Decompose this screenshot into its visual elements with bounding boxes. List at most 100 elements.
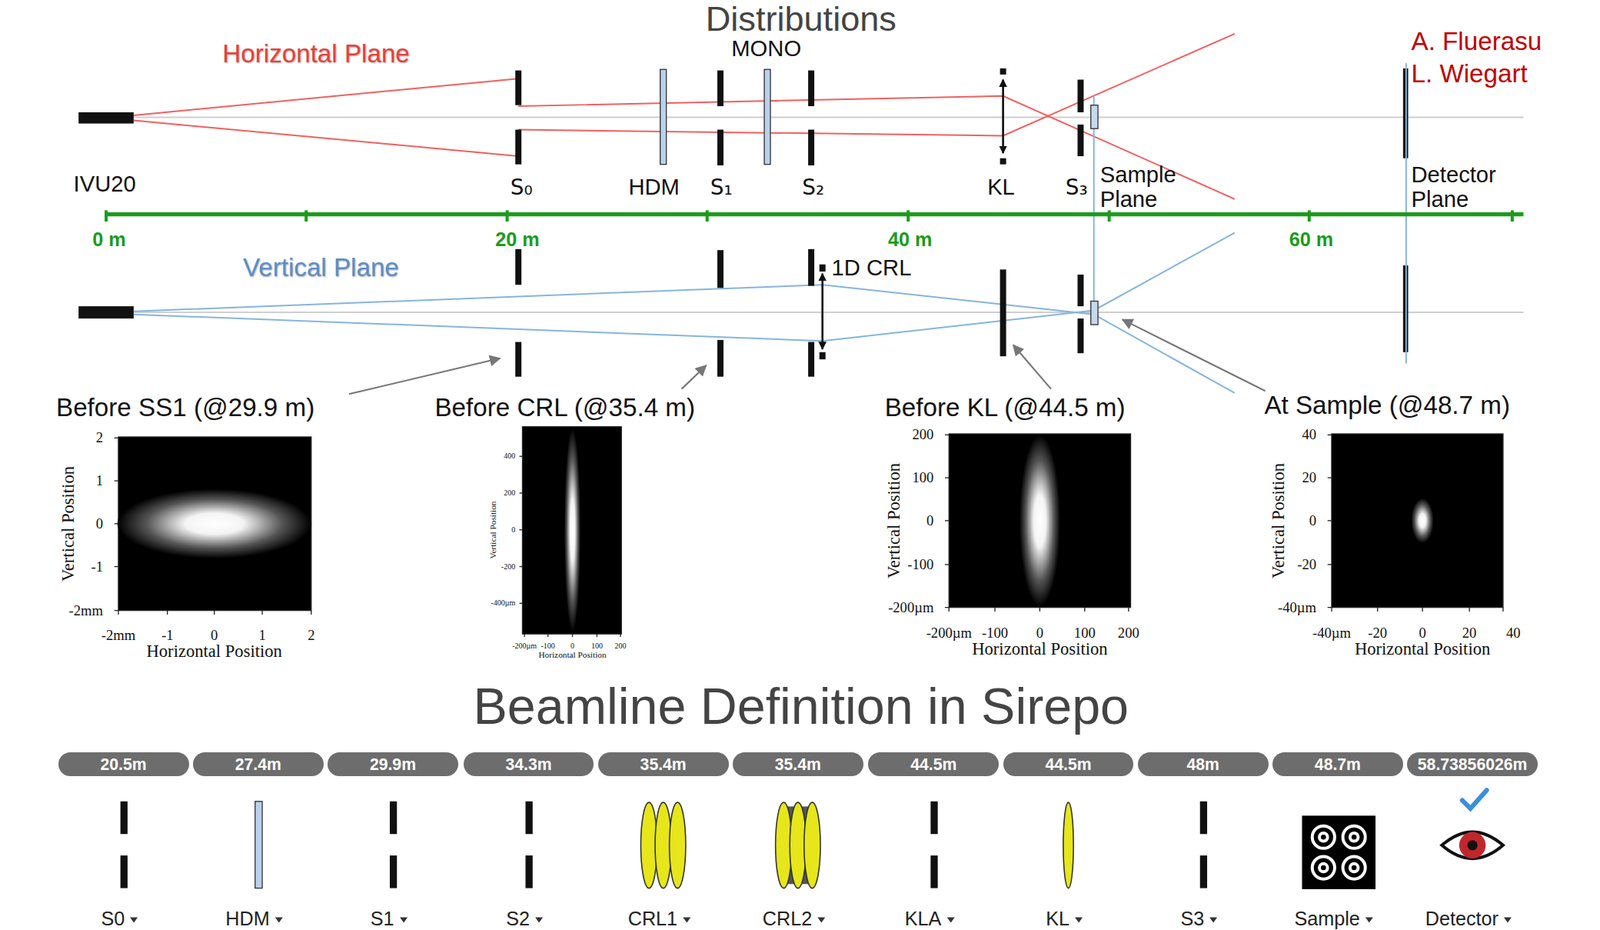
tick-label: -2mm [69,602,104,618]
tick-label: 100 [1074,625,1096,641]
tick-label: 200 [614,641,626,650]
tick-label: 400 [503,452,516,460]
axis-title: Vertical Position [59,465,78,582]
tick-label: 200 [1117,625,1140,641]
tick-label: 100 [912,470,935,486]
position-text: 34.3m [505,755,552,772]
tick-label: -200µm [926,625,972,641]
tick-label: -100 [981,625,1008,641]
position-pill: 48m [1137,751,1269,776]
distance-axis [106,209,1524,222]
sirepo-icons [120,789,1504,889]
tick-label: 40 [1301,427,1317,443]
element-name: KLA [904,908,955,929]
tick-label: 200 [912,427,935,443]
tick-label: 0 [1036,625,1044,641]
tick-label: -200µm [888,599,934,615]
axis-title: Horizontal Position [146,641,283,660]
component-label: HDM [628,176,679,200]
tick-label: -200 [501,562,516,571]
position-pill: 35.4m [598,751,729,776]
tick-label: -40µm [1277,599,1317,615]
tick-label: 1 [258,627,266,642]
tick-label: -2mm [101,627,136,642]
vertical-plane [78,232,1524,393]
position-pill: 48.7m [1272,751,1404,776]
axis-label: 40 m [888,229,932,250]
position-text: 27.4m [235,755,282,772]
position-text: 20.5m [100,755,147,772]
tick-label: 100 [591,641,603,650]
tick-label: -1 [161,627,174,642]
component-label: IVU20 [73,173,137,197]
component-label: S₃ [1065,176,1088,199]
page-title: Distributions [705,2,897,37]
tick-label: 200 [503,488,516,497]
axis-label: 60 m [1289,229,1334,250]
element-name: CRL1 [628,908,691,929]
tick-label: 0 [1309,513,1317,529]
tick-label: -200µm [512,641,537,650]
component-label: Detector Plane [1411,163,1497,213]
plot-title: Before KL (@44.5 m) [884,394,1126,420]
plot-title: Before CRL (@35.4 m) [434,394,696,420]
position-text: 44.5m [1044,755,1092,772]
tick-label: -20 [1367,625,1388,641]
position-text: 35.4m [775,755,822,772]
axis-title: Horizontal Position [971,640,1108,659]
position-pill: 20.5m [58,751,190,776]
axis-title: Vertical Position [1270,462,1288,579]
element-name: KL [1045,908,1083,929]
tick-label: 40 [1506,625,1521,641]
tick-label: -400µm [490,598,516,607]
position-text: 48m [1187,755,1220,772]
element-name: Detector [1425,908,1512,929]
plane-title: Horizontal Plane [222,41,410,67]
position-text: 35.4m [640,755,687,772]
tick-label: 2 [307,627,315,642]
plane-title: Vertical Plane [242,254,400,280]
position-pill: 58.73856026m [1407,751,1538,776]
axis-title: Horizontal Position [1354,640,1491,659]
tick-label: -100 [541,641,556,650]
tick-label: 0 [570,641,575,650]
tick-label: -20 [1297,557,1317,573]
callout-arrows [349,319,1266,394]
axis-title: Vertical Position [884,462,903,579]
plot-title: At Sample (@48.7 m) [1264,392,1511,418]
tick-label: 0 [926,513,934,529]
position-pill: 29.9m [327,751,459,776]
tick-label: -100 [907,557,934,573]
section-heading: Beamline Definition in Sirepo [473,680,1129,732]
component-label: Sample Plane [1100,163,1177,213]
author-name: A. Fluerasu [1411,29,1543,55]
tick-label: 0 [1418,625,1426,641]
component-label: S₂ [801,176,825,199]
position-text: 29.9m [369,755,416,772]
plot-title: Before SS1 (@29.9 m) [56,394,315,420]
tick-label: 0 [210,627,218,642]
tick-label: 20 [1462,625,1477,641]
element-name: HDM [225,908,283,929]
axis-label: 20 m [495,229,539,250]
position-text: 48.7m [1314,755,1361,772]
element-name: CRL2 [762,908,825,929]
position-pill: 35.4m [732,751,864,776]
position-pill: 44.5m [1003,751,1135,776]
tick-label: 2 [96,430,104,446]
position-pill: 44.5m [868,751,999,776]
component-label: S₁ [710,176,733,199]
intensity-plots [114,426,1504,637]
axis-title: Horizontal Position [538,650,606,659]
position-text: 44.5m [910,755,957,772]
tick-label: 0 [96,516,104,532]
position-pill: 27.4m [192,751,324,776]
axis-title: Vertical Position [489,500,499,559]
element-name: S3 [1180,908,1218,929]
position-pill: 34.3m [463,751,595,776]
component-label: S₀ [510,176,533,199]
axis-label: 0 m [92,229,126,250]
tick-label: 20 [1301,470,1317,486]
horizontal-plane [78,33,1524,200]
